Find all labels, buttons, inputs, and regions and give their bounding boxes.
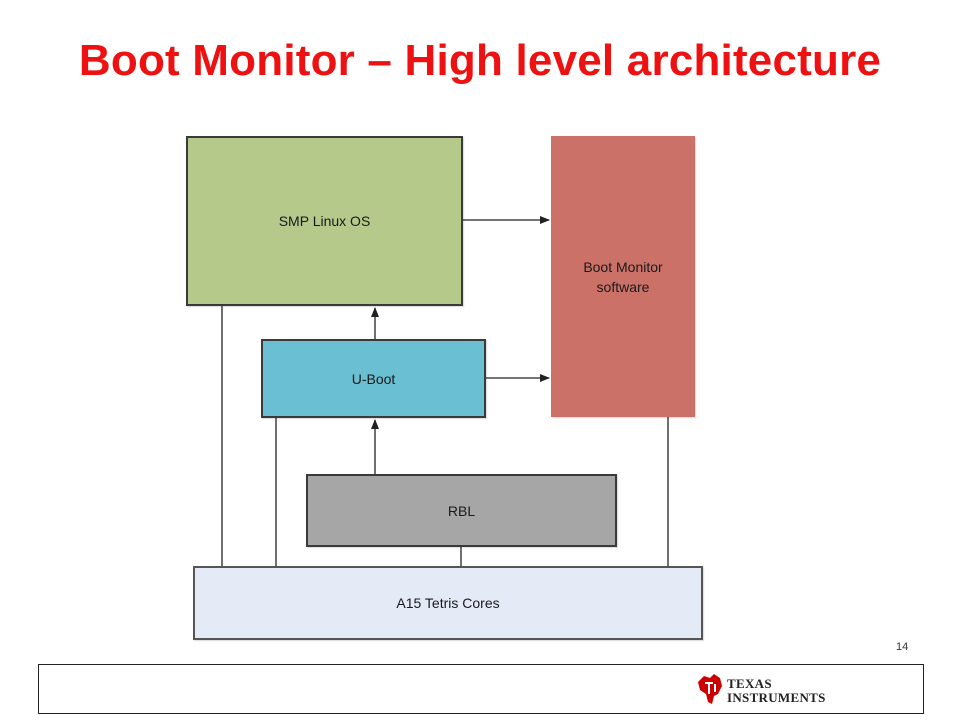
rbl-label: RBL [447, 502, 476, 519]
page-number: 14 [896, 641, 909, 653]
slide-title: Boot Monitor – High level architecture [78, 36, 882, 85]
ti-logo-line1: TEXAS [727, 676, 772, 691]
rbl-box: RBL [306, 474, 617, 547]
a15-tetris-cores-box: A15 Tetris Cores [193, 566, 703, 640]
ti-logo-line2: INSTRUMENTS [727, 690, 826, 705]
smp-linux-os-label: SMP Linux OS [278, 213, 371, 229]
u-boot-label: U-Boot [351, 370, 396, 387]
boot-monitor-software-box: Boot Monitor software [551, 136, 695, 417]
smp-linux-os-box: SMP Linux OS [186, 136, 463, 306]
boot-monitor-software-label: Boot Monitor software [583, 258, 663, 295]
ti-logo-icon [698, 674, 722, 704]
a15-tetris-cores-label: A15 Tetris Cores [396, 595, 500, 611]
footer-bar [38, 664, 924, 714]
u-boot-box: U-Boot [261, 339, 486, 418]
